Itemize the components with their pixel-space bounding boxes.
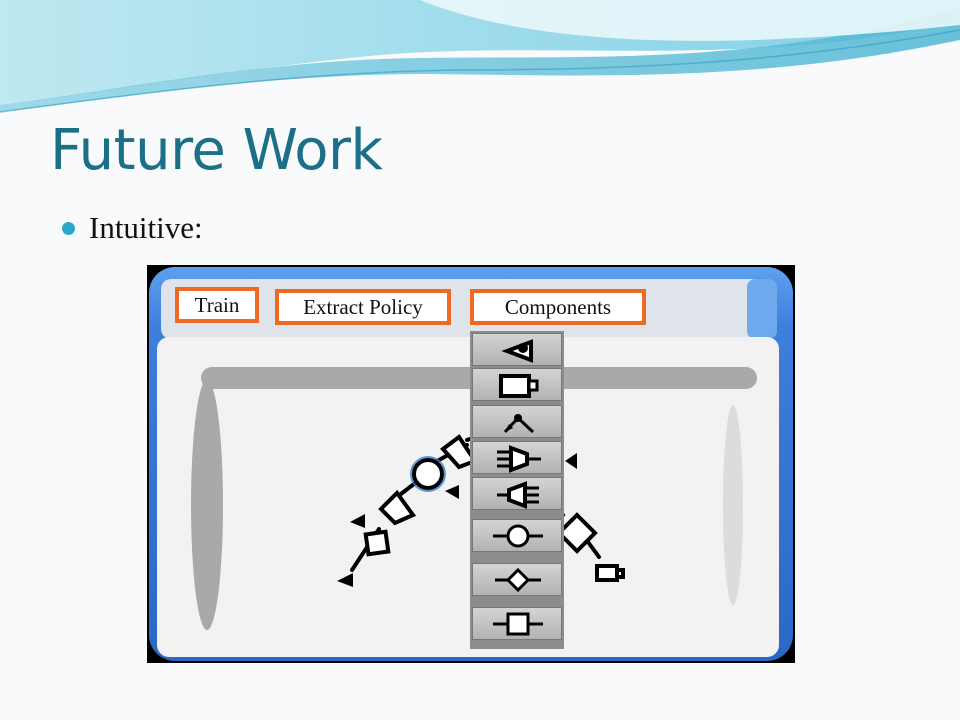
app-window: Train Extract Policy Components	[147, 265, 795, 663]
multi-output-gate-icon	[497, 481, 539, 509]
window-titlebar-edge	[747, 279, 777, 339]
palette-item-square[interactable]	[472, 607, 562, 640]
workspace-pillar-right	[723, 405, 743, 605]
bullet-text: Intuitive:	[89, 210, 203, 245]
square-node-icon[interactable]	[363, 529, 391, 557]
palette-item-branch[interactable]	[472, 405, 562, 438]
circle-node-icon[interactable]	[410, 456, 446, 492]
palette-item-multi-output-gate[interactable]	[472, 477, 562, 510]
components-palette	[470, 331, 564, 649]
bullet-item: Intuitive:	[62, 210, 203, 246]
branch-node-icon	[503, 414, 535, 434]
palette-item-circle[interactable]	[472, 519, 562, 552]
extract-policy-button[interactable]: Extract Policy	[275, 289, 451, 325]
palette-item-multi-input-gate[interactable]	[472, 441, 562, 474]
train-button[interactable]: Train	[175, 287, 259, 323]
box-connector-icon[interactable]	[595, 564, 625, 582]
slide-title: Future Work	[50, 118, 383, 183]
bullet-dot-icon	[62, 221, 75, 235]
triangle-node-icon	[501, 339, 533, 363]
workspace-pillar-left	[191, 380, 223, 630]
circle-node-icon	[493, 524, 543, 548]
multi-input-gate-icon	[497, 445, 541, 473]
box-connector-icon	[499, 374, 539, 398]
square-node-icon	[493, 612, 543, 636]
components-button[interactable]: Components	[470, 289, 646, 325]
diamond-node-icon[interactable]	[556, 512, 598, 554]
diamond-node-icon	[495, 567, 541, 593]
palette-item-box-connector[interactable]	[472, 368, 562, 401]
palette-item-diamond[interactable]	[472, 563, 562, 596]
triangle-node-icon[interactable]	[337, 453, 577, 587]
palette-item-triangle[interactable]	[472, 333, 562, 366]
